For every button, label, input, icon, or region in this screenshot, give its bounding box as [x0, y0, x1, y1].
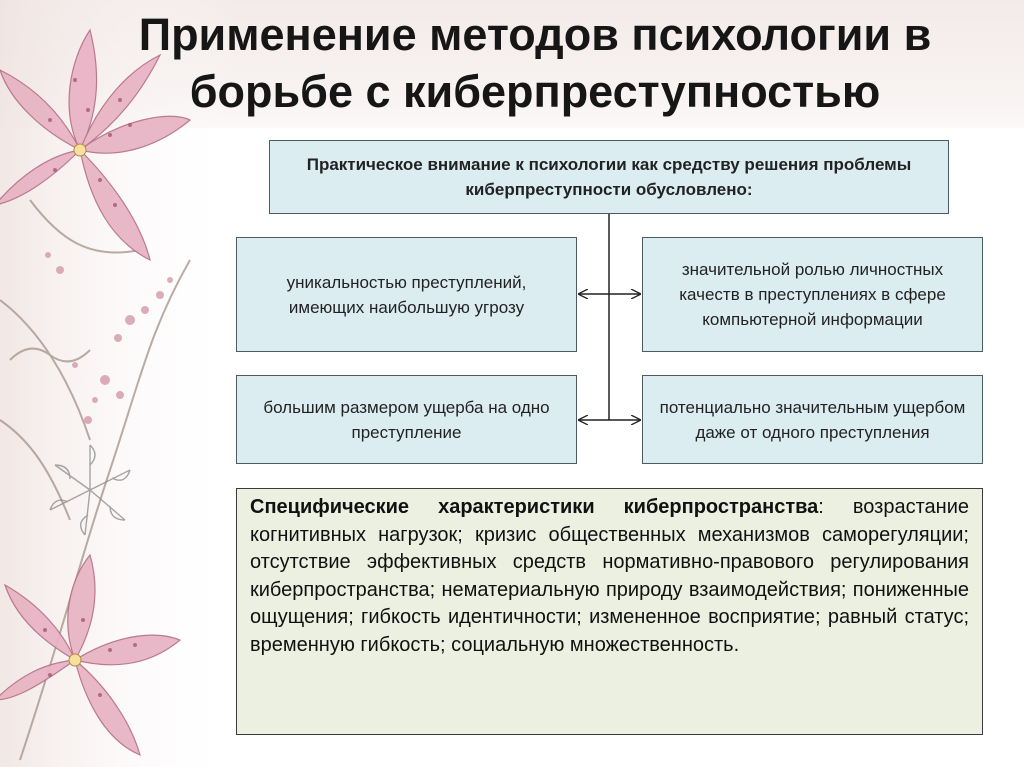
floral-decoration: [0, 0, 240, 767]
left-box-text: уникальностью преступлений, имеющих наиб…: [286, 272, 527, 317]
specifics-text: : возрастание когнитивных нагрузок; криз…: [250, 496, 969, 656]
left-box-text: большим размером ущерба на одно преступл…: [263, 397, 550, 442]
lily-flower-decoration: [0, 28, 192, 262]
star-flower-decoration: [49, 444, 131, 536]
top-box-text: Практическое внимание к психологии как с…: [306, 155, 912, 199]
lily-flower-decoration: [0, 553, 182, 757]
right-box-personal-qualities: значительной ролью личностных качеств в …: [642, 237, 983, 352]
specifics-heading: Специфические характеристики киберпростр…: [250, 496, 819, 518]
left-box-uniqueness: уникальностью преступлений, имеющих наиб…: [236, 237, 577, 352]
right-box-text: потенциально значительным ущербом даже о…: [659, 397, 966, 442]
right-box-text: значительной ролью личностных качеств в …: [679, 260, 946, 329]
page-title: Применение методов психологии в борьбе с…: [138, 9, 932, 117]
left-box-damage: большим размером ущерба на одно преступл…: [236, 375, 577, 464]
right-box-potential-damage: потенциально значительным ущербом даже о…: [642, 375, 983, 464]
top-box: Практическое внимание к психологии как с…: [269, 140, 949, 214]
cyberspace-specifics-box: Специфические характеристики киберпростр…: [236, 488, 983, 735]
